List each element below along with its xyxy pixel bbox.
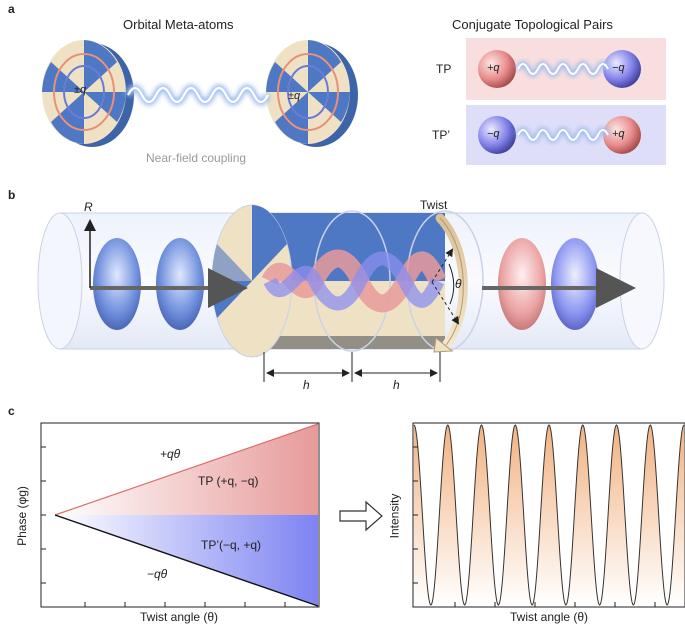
upper-region-label: TP (+q, −q) (198, 474, 259, 488)
panel-a-letter: a (8, 2, 15, 16)
lower-line (54, 514, 319, 607)
atom-left-charge: ±q (74, 84, 87, 96)
lower-region-label: TP’(−q, +q) (201, 538, 262, 552)
output-mode-ellipse-blue (551, 238, 599, 330)
tp-right-ball (603, 50, 641, 88)
intensity-plot (412, 422, 685, 608)
coupling-label: Near-field coupling (146, 151, 247, 165)
intensity-fill (414, 425, 684, 605)
tpp-right-charge: +q (612, 128, 625, 140)
meta-atom-right (266, 40, 358, 147)
tpp-left-ball (478, 116, 516, 154)
intensity-ylabel: Intensity (387, 493, 402, 539)
lower-line-label: −qθ (147, 567, 168, 581)
twist-label: Twist (420, 198, 448, 212)
near-field-coupling-wave (124, 84, 272, 106)
twisted-metamaterial-section (211, 204, 484, 358)
intensity-xlabel: Twist angle (θ) (510, 610, 589, 624)
phase-plot (40, 422, 320, 608)
tp-prime-label: TP’ (432, 128, 450, 142)
tp-right-charge: −q (612, 62, 625, 74)
upper-line-label: +qθ (160, 447, 181, 461)
upper-line (54, 423, 319, 516)
input-mode-ellipse-1 (93, 238, 141, 330)
panel-b-letter: b (8, 188, 16, 202)
output-mode-ellipse-pink (498, 238, 546, 330)
tp-label: TP (436, 62, 452, 76)
panel-c-letter: c (8, 404, 15, 418)
transition-arrow (339, 500, 383, 532)
tp-left-charge: +q (487, 62, 500, 74)
atom-right-charge: ±q (288, 90, 301, 102)
tpp-right-ball (603, 116, 641, 154)
phase-xlabel: Twist angle (θ) (140, 610, 219, 624)
tp-prime-wave (515, 127, 611, 143)
h-label-2: h (393, 378, 400, 392)
tp-wave (515, 61, 611, 77)
tp-left-ball (478, 50, 516, 88)
orbital-meta-atoms-title: Orbital Meta-atoms (123, 17, 234, 32)
theta-label: θ (455, 277, 462, 291)
input-mode-ellipse-2 (156, 238, 204, 330)
h-label-1: h (303, 378, 310, 392)
tpp-left-charge: −q (487, 128, 500, 140)
conjugate-pairs-title: Conjugate Topological Pairs (452, 17, 613, 32)
intensity-curve (413, 424, 685, 606)
meta-atom-left (42, 40, 134, 147)
r-axis-label: R (84, 200, 93, 214)
phase-ylabel: Phase (φg) (14, 486, 29, 546)
